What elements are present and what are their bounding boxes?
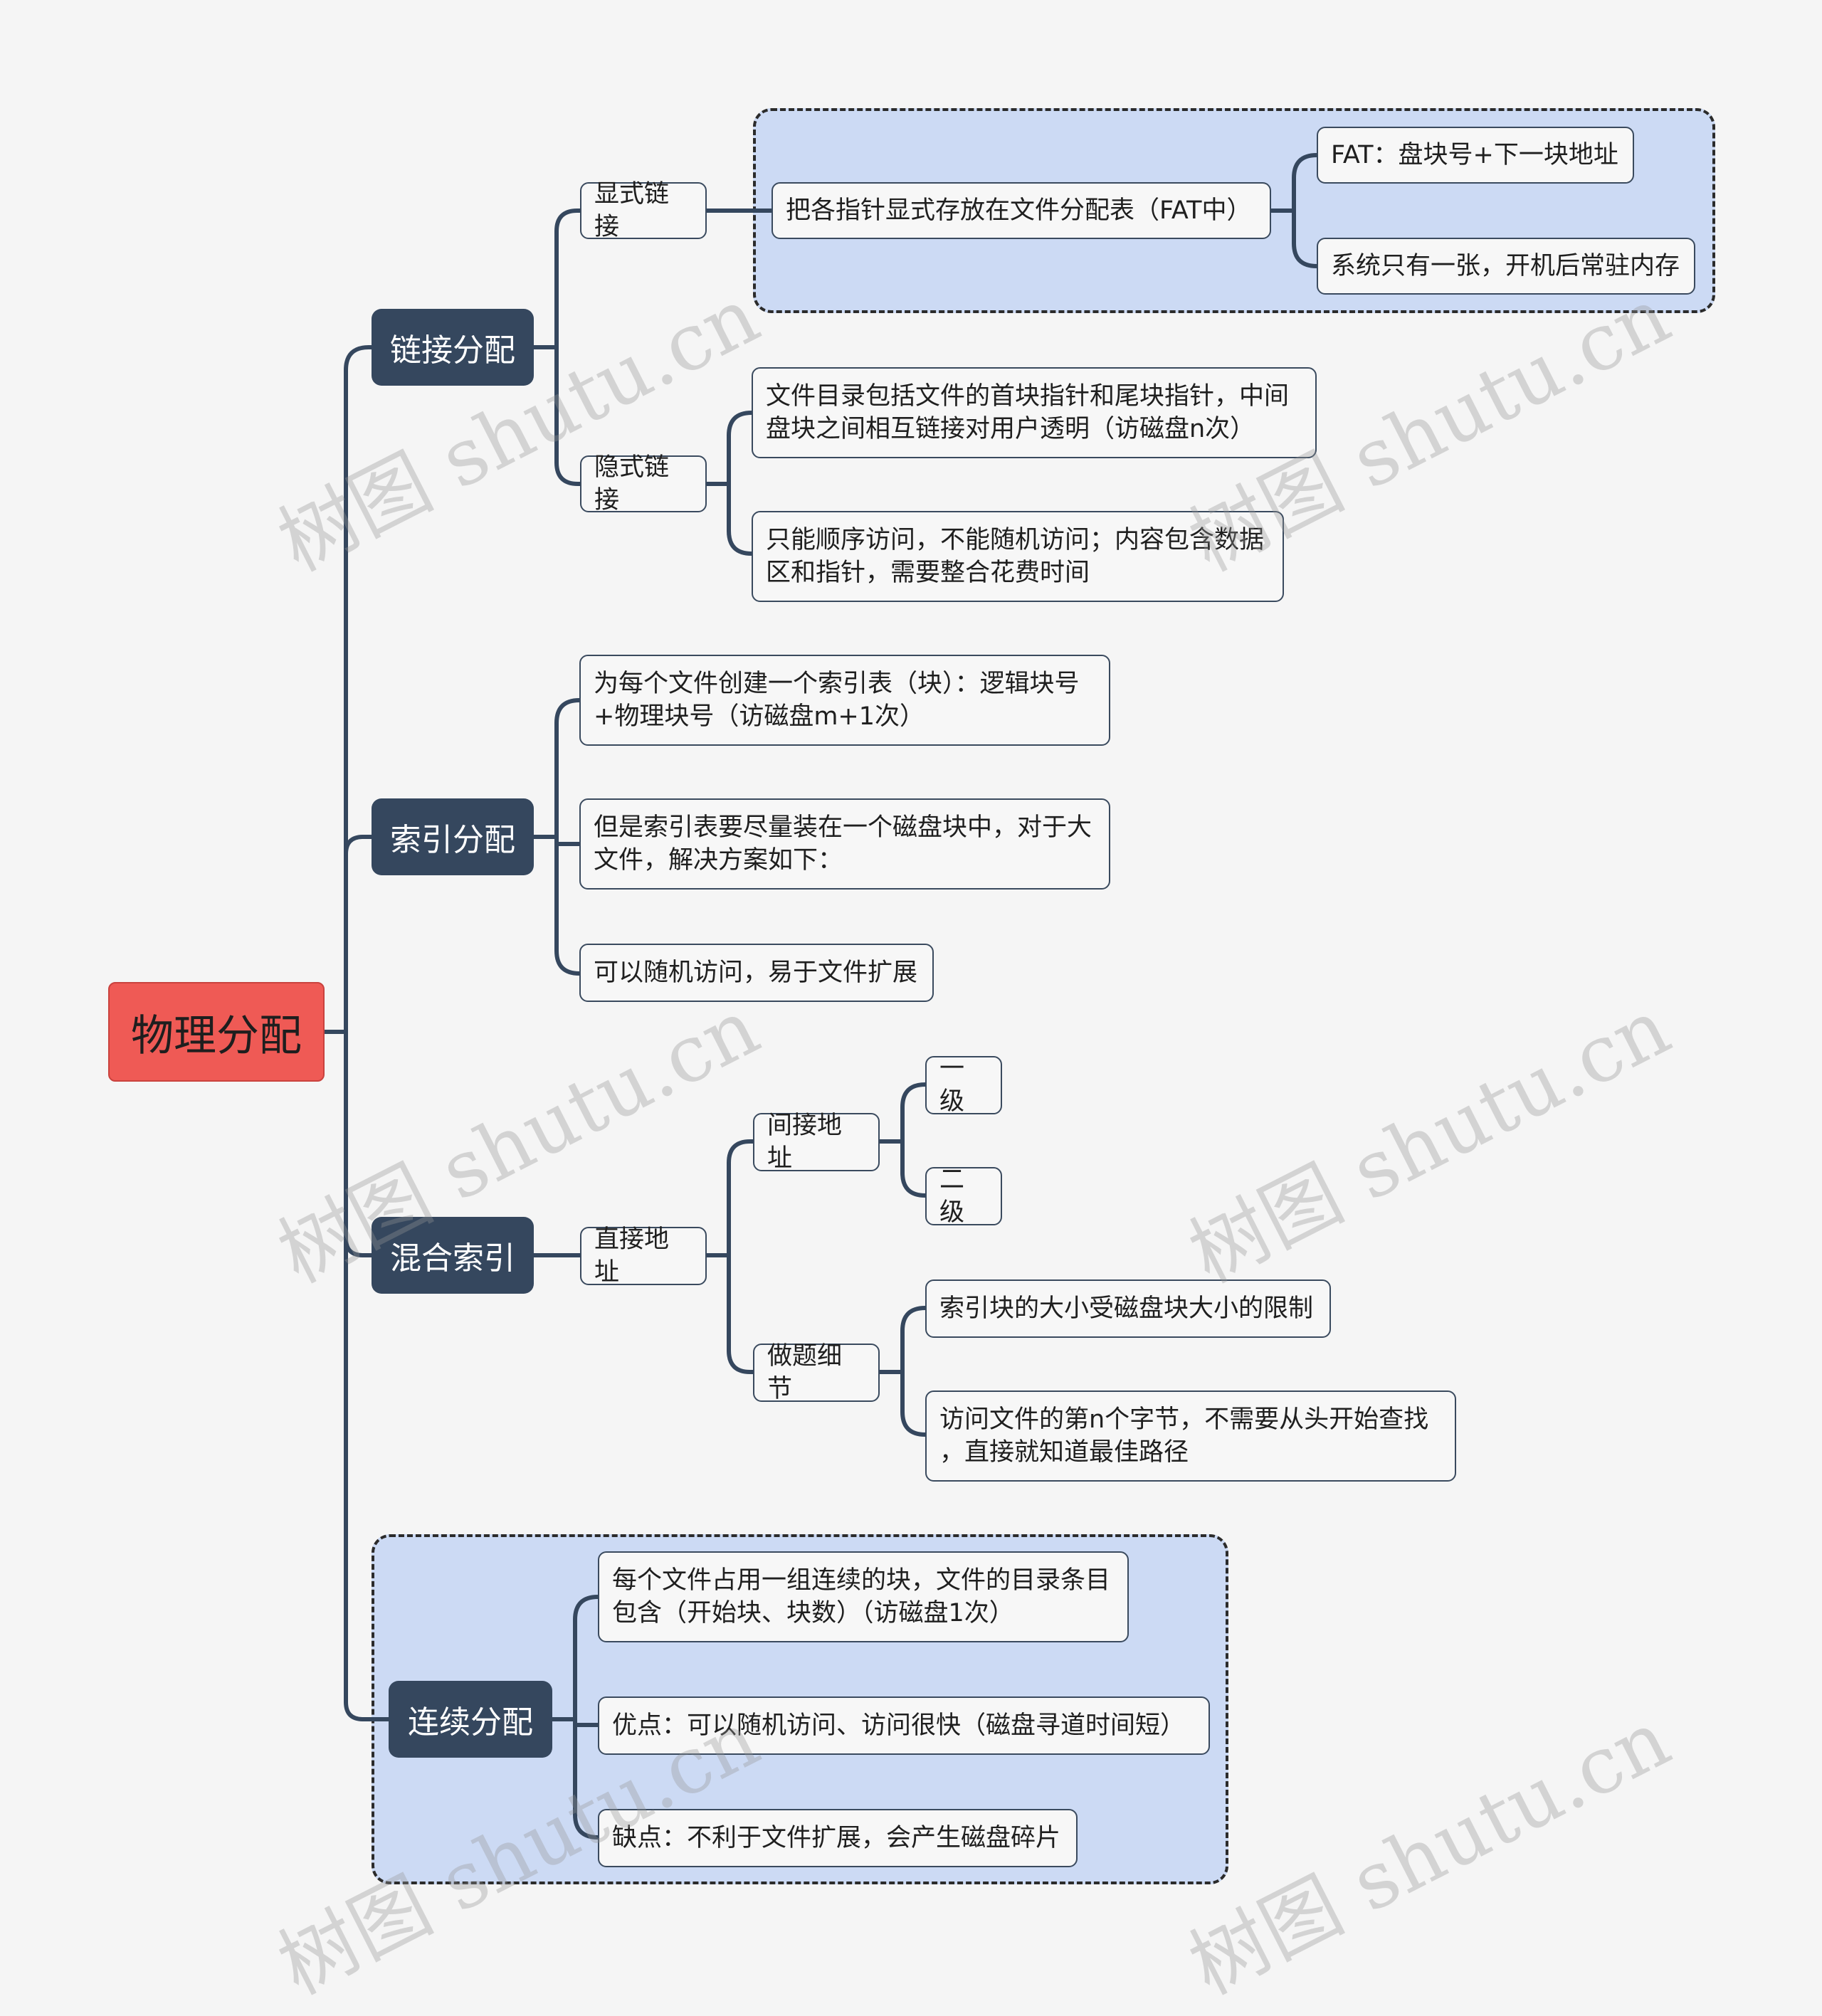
node-direct-address[interactable]: 直接地址: [580, 1225, 707, 1287]
connector-to-indexed-1: [554, 698, 581, 725]
connector-to-details-1: [900, 1306, 927, 1333]
connector-to-contiguous-3: [573, 1812, 600, 1840]
node-indirect-address[interactable]: 间接地址: [753, 1112, 880, 1173]
node-exam-details[interactable]: 做题细节: [753, 1342, 880, 1403]
connector-to-implicit-1: [727, 411, 754, 438]
connector-to-details: [727, 1349, 755, 1374]
connector-to-indirect: [727, 1139, 755, 1165]
connector-to-implicit-2: [727, 529, 754, 556]
node-level-1[interactable]: 一级: [925, 1055, 1002, 1116]
connector-to-contiguous-1: [573, 1595, 600, 1622]
connector-to-hybrid: [344, 1236, 374, 1257]
node-explicit-link[interactable]: 显式链接: [580, 180, 707, 241]
connector-to-details-2: [900, 1410, 927, 1437]
branch-hybrid[interactable]: 混合索引: [372, 1217, 534, 1294]
connector-to-fat-entry: [1292, 153, 1319, 180]
connector-to-indexed: [344, 835, 374, 856]
node-fat-entry[interactable]: FAT：盘块号+下一块地址: [1317, 127, 1634, 184]
node-implicit-note-1[interactable]: 文件目录包括文件的首块指针和尾块指针，中间 盘块之间相互链接对用户透明（访磁盘n…: [752, 367, 1317, 458]
node-implicit-note-2[interactable]: 只能顺序访问，不能随机访问；内容包含数据 区和指针，需要整合花费时间: [752, 511, 1284, 602]
node-details-note-1[interactable]: 索引块的大小受磁盘块大小的限制: [925, 1279, 1331, 1338]
connector-to-implicit: [554, 460, 582, 486]
node-contiguous-disadvantage[interactable]: 缺点：不利于文件扩展，会产生磁盘碎片: [598, 1809, 1078, 1867]
branch-linked[interactable]: 链接分配: [372, 309, 534, 386]
connector-to-level1: [900, 1082, 927, 1109]
root-node[interactable]: 物理分配: [108, 982, 325, 1082]
node-fat-single[interactable]: 系统只有一张，开机后常驻内存: [1317, 238, 1695, 295]
node-contiguous-advantage[interactable]: 优点：可以随机访问、访问很快（磁盘寻道时间短）: [598, 1696, 1210, 1755]
branch-contiguous[interactable]: 连续分配: [389, 1681, 552, 1758]
node-implicit-link[interactable]: 隐式链接: [580, 453, 707, 514]
connector-to-explicit: [554, 209, 582, 233]
branch-indexed[interactable]: 索引分配: [372, 798, 534, 875]
node-indexed-note-2[interactable]: 但是索引表要尽量装在一个磁盘块中，对于大 文件，解决方案如下：: [579, 798, 1110, 890]
node-indexed-note-3[interactable]: 可以随机访问，易于文件扩展: [579, 944, 934, 1002]
connector-to-indexed-3: [554, 949, 581, 976]
node-details-note-2[interactable]: 访问文件的第n个字节，不需要从头开始查找 ，直接就知道最佳路径: [925, 1390, 1456, 1482]
node-indexed-note-1[interactable]: 为每个文件创建一个索引表（块）：逻辑块号 +物理块号（访磁盘m+1次）: [579, 655, 1110, 746]
node-fat[interactable]: 把各指针显式存放在文件分配表（FAT中）: [772, 182, 1271, 239]
connector-to-fat-single: [1292, 241, 1319, 268]
connector-to-contiguous: [344, 1700, 391, 1721]
node-contiguous-note-1[interactable]: 每个文件占用一组连续的块，文件的目录条目 包含（开始块、块数）（访磁盘1次）: [598, 1551, 1129, 1642]
node-level-2[interactable]: 二级: [925, 1166, 1002, 1227]
connector-to-linked: [344, 345, 374, 372]
connector-to-level2: [900, 1171, 927, 1198]
